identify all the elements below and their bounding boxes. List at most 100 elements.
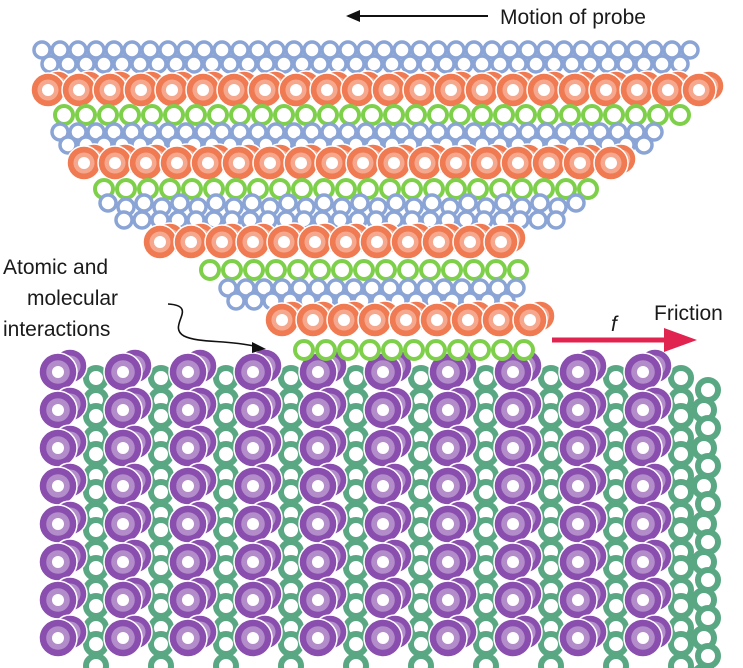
substrate-purple-atom [38, 580, 78, 620]
probe-orange-atom [314, 145, 350, 181]
substrate-green-atom [408, 631, 434, 657]
motion-arrowhead [346, 10, 360, 22]
probe-blue-atom [148, 54, 168, 74]
substrate-green-atom [343, 365, 369, 391]
substrate-purple-atom [623, 428, 663, 468]
substrate-purple-atom [298, 428, 338, 468]
substrate-purple-atom [428, 580, 468, 620]
substrate-green-atom [213, 365, 239, 391]
probe-blue-atom [86, 40, 106, 60]
substrate-purple-atom [623, 466, 663, 506]
probe-green-atom [555, 178, 577, 200]
substrate-purple-atom [168, 390, 208, 430]
substrate-green-atom [695, 605, 721, 631]
probe-green-atom [471, 104, 493, 126]
substrate-purple-atom [103, 428, 143, 468]
substrate-purple-atom [558, 466, 598, 506]
probe-blue-atom [644, 122, 664, 142]
substrate-green-atom [278, 517, 304, 543]
substrate-green-atom [538, 631, 564, 657]
probe-orange-atom [500, 145, 536, 181]
substrate-green-atom [603, 653, 629, 668]
substrate-purple-atom [233, 504, 273, 544]
substrate-green-atom [408, 555, 434, 581]
probe-blue-atom [278, 193, 298, 213]
probe-blue-atom [546, 210, 566, 230]
substrate-green-atom [473, 555, 499, 581]
substrate-purple-atom [233, 352, 273, 392]
probe-orange-atom [402, 72, 438, 108]
substrate-purple-atom [38, 352, 78, 392]
substrate-green-atom [473, 365, 499, 391]
probe-green-atom [513, 339, 535, 361]
substrate-green-atom [538, 593, 564, 619]
substrate-purple-atom [558, 352, 598, 392]
probe-blue-atom [50, 40, 70, 60]
probe-blue-atom [410, 40, 430, 60]
probe-green-atom [463, 259, 485, 281]
probe-blue-atom [436, 54, 456, 74]
substrate-purple-atom [168, 352, 208, 392]
substrate-purple-atom [38, 390, 78, 430]
probe-orange-atom [221, 145, 257, 181]
substrate-green-atom [213, 631, 239, 657]
probe-blue-atom [310, 54, 330, 74]
probe-orange-atom [452, 224, 488, 260]
substrate-purple-atom [363, 352, 403, 392]
substrate-green-atom [278, 653, 304, 668]
probe-blue-atom [490, 54, 510, 74]
substrate-green-atom [148, 593, 174, 619]
substrate-purple-atom [38, 466, 78, 506]
probe-green-atom [397, 259, 419, 281]
substrate-green-atom [343, 517, 369, 543]
probe-green-atom [229, 104, 251, 126]
substrate-purple-atom [428, 352, 468, 392]
probe-green-atom [339, 104, 361, 126]
substrate-green-atom [213, 403, 239, 429]
probe-blue-atom [680, 40, 700, 60]
force-symbol: f [611, 313, 619, 336]
substrate-purple-atom [168, 466, 208, 506]
probe-orange-atom [283, 145, 319, 181]
substrate-green-atom [538, 365, 564, 391]
probe-blue-atom [292, 54, 312, 74]
substrate-purple-atom [363, 428, 403, 468]
substrate-purple-atom [38, 428, 78, 468]
probe-green-atom [185, 104, 207, 126]
probe-orange-atom [190, 145, 226, 181]
probe-green-atom [221, 259, 243, 281]
substrate-purple-atom [623, 352, 663, 392]
substrate-purple-atom [493, 428, 533, 468]
interactions-label-line-1: Atomic and [3, 256, 108, 279]
probe-blue-atom [184, 54, 204, 74]
probe-orange-atom [593, 145, 629, 181]
probe-orange-atom [495, 72, 531, 108]
substrate-green-atom [408, 479, 434, 505]
probe-green-atom [383, 104, 405, 126]
substrate-purple-atom [493, 618, 533, 658]
probe-green-atom [295, 104, 317, 126]
substrate-green-atom [408, 365, 434, 391]
motion-label: Motion of probe [500, 6, 646, 29]
probe-blue-atom [562, 54, 582, 74]
substrate-green-atom [213, 653, 239, 668]
probe-blue-atom [212, 40, 232, 60]
probe-green-atom [511, 178, 533, 200]
substrate-purple-atom [233, 390, 273, 430]
friction-arrowhead [664, 328, 697, 352]
substrate-purple-atom [103, 352, 143, 392]
substrate-purple-atom [168, 504, 208, 544]
probe-orange-atom [61, 72, 97, 108]
probe-blue-atom [284, 40, 304, 60]
probe-orange-atom [359, 224, 395, 260]
substrate-purple-atom [558, 542, 598, 582]
substrate-green-atom [278, 631, 304, 657]
probe-green-atom [199, 259, 221, 281]
substrate-green-atom [603, 479, 629, 505]
substrate-green-atom [278, 365, 304, 391]
interactions-pointer [167, 303, 255, 347]
substrate-purple-atom [623, 390, 663, 430]
probe-blue-atom [170, 193, 190, 213]
substrate-green-atom [473, 593, 499, 619]
